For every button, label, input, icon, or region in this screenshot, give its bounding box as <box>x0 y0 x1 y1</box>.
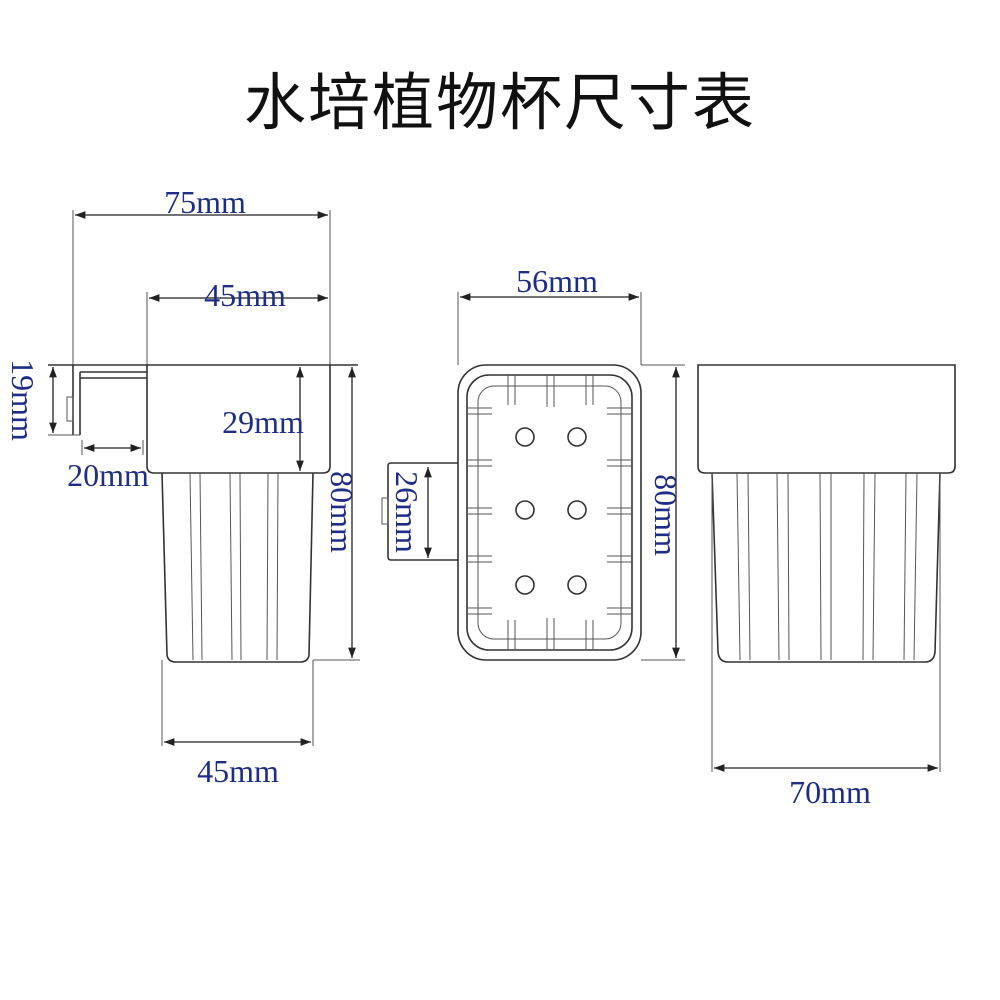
side-view: 75mm 45mm 19mm 20mm 29mm 80mm 45mm <box>5 184 360 789</box>
page-title: 水培植物杯尺寸表 <box>243 66 756 139</box>
dim-bottom-width: 45mm <box>197 753 279 789</box>
dim-bracket-height: 19mm <box>5 359 41 441</box>
dim-tab-height: 26mm <box>389 471 425 553</box>
dim-height: 80mm <box>324 471 360 553</box>
top-view: 56mm 26mm 80mm <box>381 263 685 661</box>
dim-rim-depth: 29mm <box>222 404 304 440</box>
top-ribs <box>467 375 632 650</box>
dim-length: 80mm <box>648 474 684 556</box>
side-ribs <box>189 472 279 661</box>
dim-bracket-gap: 20mm <box>67 457 149 493</box>
dim-top-width-56: 56mm <box>516 263 598 299</box>
dim-front-bottom-width: 70mm <box>789 774 871 810</box>
drain-holes <box>515 427 587 595</box>
front-ribs <box>736 472 918 661</box>
bracket-tab <box>66 396 74 422</box>
front-view: 70mm <box>697 364 956 810</box>
dim-top-width: 45mm <box>204 277 286 313</box>
dim-overall-width: 75mm <box>164 184 246 220</box>
